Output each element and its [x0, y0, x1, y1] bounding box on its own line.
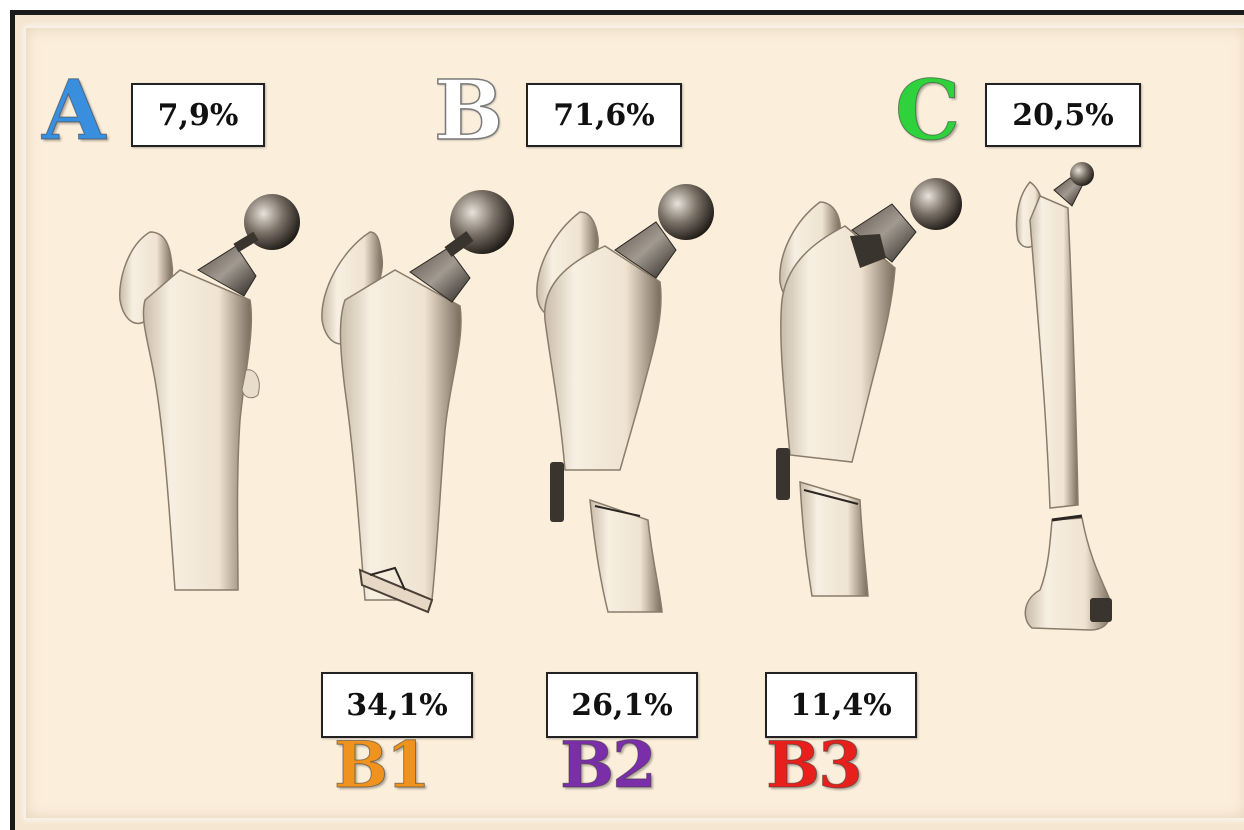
femur-type-b1-icon [321, 190, 514, 614]
femur-type-b2-icon [536, 184, 714, 613]
femur-type-a-icon [119, 194, 300, 591]
type-a-percent: 7,9% [131, 83, 265, 147]
type-b-label: B [433, 63, 504, 159]
type-c-label: C [894, 63, 960, 159]
type-b-percent: 71,6% [526, 83, 682, 147]
type-b3-percent: 11,4% [765, 672, 917, 738]
type-a-label: A [42, 63, 107, 159]
type-b2-label: B2 [560, 728, 658, 803]
type-b3-label: B3 [766, 728, 864, 803]
femur-illustrations [119, 162, 1112, 631]
type-c-percent: 20,5% [985, 83, 1141, 147]
type-b1-label: B1 [334, 728, 432, 803]
femur-type-b3-icon [776, 178, 962, 597]
type-b2-percent: 26,1% [546, 672, 698, 738]
femur-type-c-icon [1015, 162, 1112, 631]
type-b1-percent: 34,1% [321, 672, 473, 738]
